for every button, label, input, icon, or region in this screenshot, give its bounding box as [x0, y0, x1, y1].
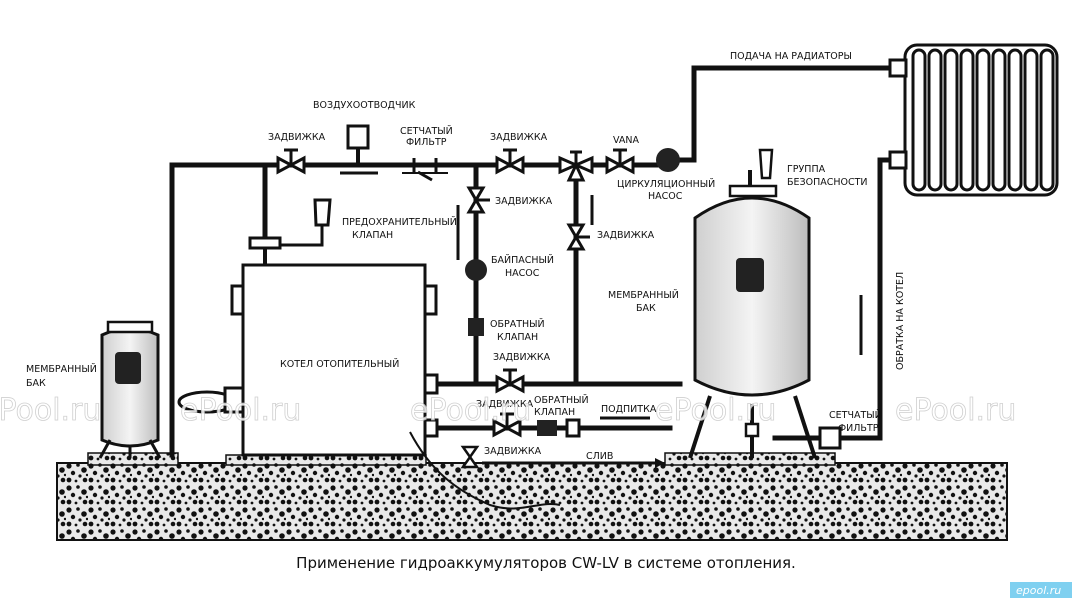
label-valve-drain: ЗАДВИЖКА	[484, 446, 542, 457]
label-valve-bypass-left: ЗАДВИЖКА	[495, 196, 553, 207]
valve-bypass-left	[466, 186, 490, 214]
vana-valve	[605, 148, 635, 175]
check-valve-mid	[468, 318, 484, 336]
label-valve-top-left: ЗАДВИЖКА	[268, 132, 326, 143]
label-safety-valve-1: ПРЕДОХРАНИТЕЛЬНЫЙ	[342, 216, 457, 228]
watermark-1: ePool.ru	[0, 393, 101, 428]
label-check-valve-mid-2: КЛАПАН	[497, 332, 538, 343]
valve-top-mid	[495, 148, 525, 175]
mesh-filter-right	[818, 426, 842, 450]
drain-arrow	[655, 458, 665, 468]
valve-top-left	[276, 148, 306, 175]
label-drain: СЛИВ	[586, 451, 613, 462]
label-check-valve-low-2: КЛАПАН	[534, 407, 575, 418]
makeup-filter	[565, 418, 581, 438]
mesh-filter-top	[402, 158, 448, 182]
watermark-5: ePool.ru	[895, 393, 1016, 428]
label-vana: VANA	[613, 135, 639, 146]
label-bypass-pump-1: БАЙПАСНЫЙ	[491, 254, 554, 266]
label-membrane-tank-big-2: БАК	[636, 303, 656, 314]
site-logo-bg	[1010, 582, 1072, 598]
label-circ-pump-1: ЦИРКУЛЯЦИОННЫЙ	[617, 178, 715, 190]
ground-strip	[87, 452, 179, 466]
label-check-valve-low-1: ОБРАТНЫЙ	[534, 394, 589, 406]
drain-valve	[460, 445, 480, 469]
safety-valve	[248, 198, 332, 265]
membrane-tank-small	[98, 320, 162, 459]
label-supply-radiators: ПОДАЧА НА РАДИАТОРЫ	[730, 51, 852, 62]
label-return-boiler: ОБРАТКА НА КОТЕЛ	[895, 272, 906, 370]
radiator	[888, 43, 1059, 197]
membrane-tank-big	[688, 148, 817, 459]
watermark-3: ePool.ru	[410, 393, 531, 428]
valve-return	[495, 368, 525, 394]
label-valve-return: ЗАДВИЖКА	[493, 352, 551, 363]
label-valve-top-mid: ЗАДВИЖКА	[490, 132, 548, 143]
label-air-vent: ВОЗДУХООТВОДЧИК	[313, 100, 416, 111]
label-bypass-pump-2: НАСОС	[505, 268, 540, 279]
label-boiler: КОТЕЛ ОТОПИТЕЛЬНЫЙ	[280, 358, 399, 370]
circulation-pump	[656, 148, 680, 172]
three-way-valve	[558, 150, 594, 182]
ground-gravel	[56, 462, 1008, 541]
label-mesh-filter-top-1: СЕТЧАТЫЙ	[400, 125, 453, 137]
label-mesh-filter-right-1: СЕТЧАТЫЙ	[829, 409, 882, 421]
label-valve-makeup: ЗАДВИЖКА	[476, 399, 534, 410]
label-circ-pump-2: НАСОС	[648, 191, 683, 202]
label-membrane-tank-small-1: МЕМБРАННЫЙ	[26, 363, 97, 375]
label-makeup: ПОДПИТКА	[601, 404, 657, 415]
label-safety-group-2: БЕЗОПАСНОСТИ	[787, 177, 868, 188]
air-vent	[340, 124, 378, 175]
check-valve-low	[537, 420, 557, 436]
label-mesh-filter-top-2: ФИЛЬТР	[406, 137, 447, 148]
valve-makeup	[492, 412, 522, 438]
boiler	[177, 263, 439, 457]
valve-bypass-right	[566, 223, 590, 251]
watermark-2: ePool.ru	[180, 393, 301, 428]
label-membrane-tank-big-1: МЕМБРАННЫЙ	[608, 289, 679, 301]
label-mesh-filter-right-2: ФИЛЬТР	[838, 423, 879, 434]
label-safety-valve-2: КЛАПАН	[352, 230, 393, 241]
site-logo: epool.ru	[1016, 584, 1061, 597]
label-safety-group-1: ГРУППА	[787, 164, 826, 175]
label-valve-bypass-right: ЗАДВИЖКА	[597, 230, 655, 241]
caption: Применение гидроаккумуляторов CW-LV в си…	[296, 554, 796, 572]
label-check-valve-mid-1: ОБРАТНЫЙ	[490, 318, 545, 330]
bypass-pump	[465, 259, 487, 281]
label-membrane-tank-small-2: БАК	[26, 378, 46, 389]
watermark-4: ePool.ru	[655, 393, 776, 428]
drain-hose	[409, 431, 561, 510]
